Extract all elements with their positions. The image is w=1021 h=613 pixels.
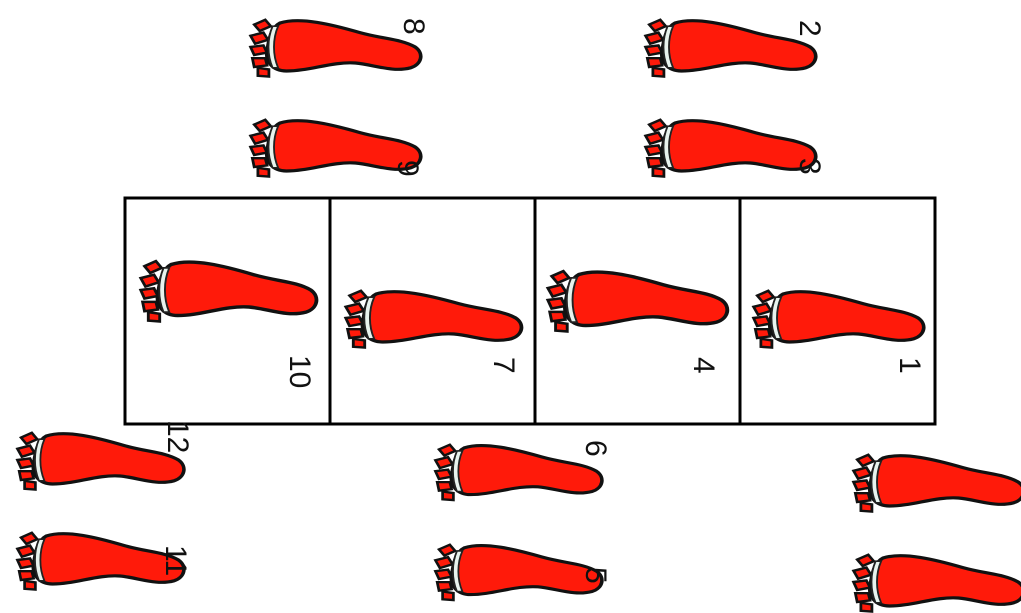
footprint-8 <box>251 20 421 77</box>
footprint-pair-3-2: 3 2 <box>646 20 826 177</box>
footprint-3 <box>646 120 816 177</box>
pair-label-3: 3 <box>793 158 826 175</box>
footprint-5 <box>435 545 602 600</box>
footprint-cropped-right <box>854 455 1021 512</box>
footprint-pair-cropped <box>854 455 1021 612</box>
footprint-2 <box>646 20 816 77</box>
box-label-1: 1 <box>893 357 926 374</box>
footprint-12 <box>17 433 184 490</box>
box-label-4: 4 <box>687 357 720 374</box>
footprint-6 <box>435 445 602 500</box>
footprint-cropped-left <box>854 555 1021 612</box>
box-label-7: 7 <box>487 357 520 374</box>
footprint-pair-5-6: 5 6 <box>435 440 612 600</box>
boxed-panel: 10 7 4 1 <box>125 198 935 424</box>
pair-label-8: 8 <box>397 18 430 35</box>
footprint-pair-11-12: 11 12 <box>17 420 194 590</box>
footprint-11 <box>17 533 184 590</box>
footprint-pair-9-8: 9 8 <box>251 18 430 177</box>
pair-label-9: 9 <box>391 160 424 177</box>
pair-label-5: 5 <box>579 567 612 584</box>
pair-label-12: 12 <box>161 420 194 453</box>
pair-label-6: 6 <box>579 440 612 457</box>
box-label-10: 10 <box>283 355 316 388</box>
pair-label-2: 2 <box>793 20 826 37</box>
pair-label-11: 11 <box>159 545 192 576</box>
